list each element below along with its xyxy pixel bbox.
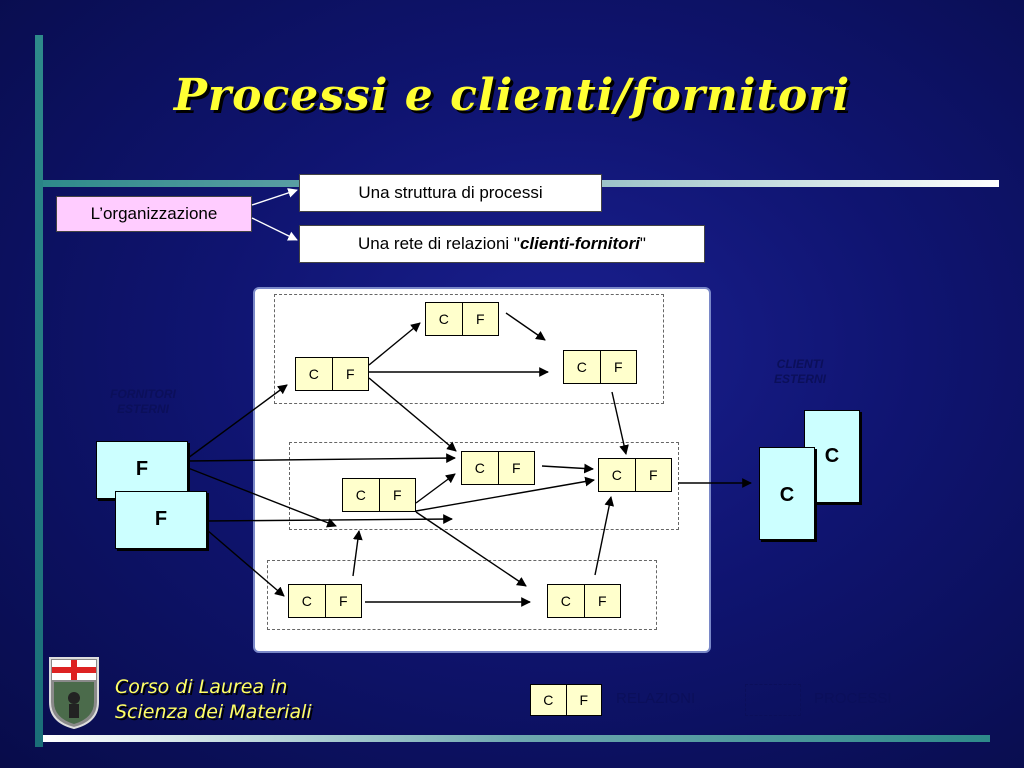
arrow-to-rete	[251, 217, 298, 241]
slide-title: Processi e clienti/fornitori	[173, 70, 851, 121]
process-group-top	[274, 294, 664, 404]
arrow-top3-to-mid3	[611, 391, 629, 455]
arrow-supplier2-to-middle	[206, 514, 453, 524]
arrow-supplier-to-mid1	[187, 453, 456, 463]
arrow-top2-to-top1	[368, 322, 421, 366]
relations-network-box: Una rete di relazioni "clienti-fornitori…	[299, 225, 705, 263]
legend-relations-label: RELAZIONI	[616, 690, 696, 707]
relations-network-label: Una rete di relazioni "clienti-fornitori…	[358, 234, 646, 253]
university-crest-icon	[49, 657, 99, 730]
process-structure-box: Una struttura di processi	[299, 174, 602, 212]
process-structure-label: Una struttura di processi	[358, 183, 543, 202]
process-group-bottom	[267, 560, 657, 630]
arrow-mid2-to-bottom2	[415, 511, 527, 587]
process-group-middle	[289, 442, 679, 530]
legend-processes-label: PROCESSI	[814, 690, 892, 707]
arrow-supplier-to-mid2	[187, 467, 337, 528]
bottom-accent-bar	[43, 735, 990, 742]
arrow-mid2-to-mid1	[415, 473, 456, 504]
legend-processes-swatch	[745, 684, 801, 716]
external-supplier-box-1: F	[96, 441, 188, 499]
course-footer: Corso di Laurea in Scienza dei Materiali	[115, 675, 312, 725]
left-accent-bar	[35, 35, 43, 747]
arrow-bottom1-to-mid2	[352, 530, 363, 577]
external-customer-box-2: C	[759, 447, 815, 540]
footer-line-1: Corso di Laurea in	[115, 676, 288, 698]
arrow-supplier-to-top2	[187, 384, 288, 459]
arrow-mid1-to-mid3	[541, 463, 594, 474]
arrow-to-struttura	[251, 188, 298, 206]
arrow-top2-to-mid1	[368, 377, 457, 452]
clienti-fornitori-emphasis: clienti-fornitori	[519, 234, 640, 253]
footer-line-2: Scienza dei Materiali	[115, 701, 312, 723]
arrow-supplier2-to-bottom1	[206, 529, 285, 597]
organization-box: L’organizzazione	[56, 196, 252, 232]
external-supplier-box-2: F	[115, 491, 207, 549]
arrow-top1-to-top3	[505, 312, 546, 341]
arrow-mid2-to-mid3	[415, 476, 595, 512]
organization-label: L’organizzazione	[90, 204, 218, 223]
arrow-bottom2-to-mid3	[594, 496, 615, 576]
